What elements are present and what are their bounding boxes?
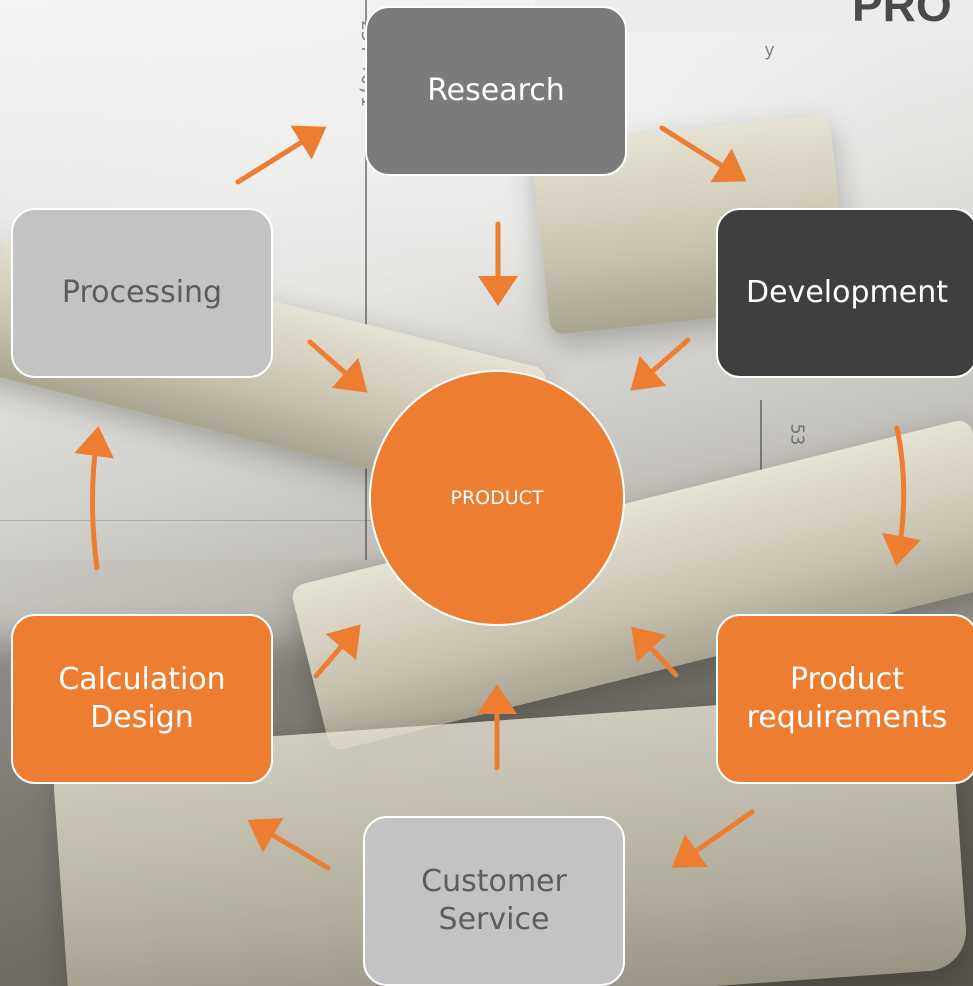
node-research: Research <box>365 6 627 176</box>
page-title: PRO <box>852 0 952 31</box>
node-calculation-design: Calculation Design <box>11 614 273 784</box>
arrow-calculation-to-product <box>313 624 361 679</box>
node-processing: Processing <box>11 208 273 378</box>
arrow-requirements-to-customer-service <box>671 809 755 868</box>
arrow-customer-service-to-calculation <box>247 818 331 871</box>
drawing-line <box>365 0 367 560</box>
node-customer-service-label: Customer Service <box>421 864 567 937</box>
arrow-calculation-to-processing <box>74 426 115 571</box>
node-research-label: Research <box>427 73 565 108</box>
arrow-processing-to-research <box>235 125 327 185</box>
product-center-circle: PRODUCT <box>369 370 625 626</box>
arrow-requirements-to-product <box>631 626 679 678</box>
node-processing-label: Processing <box>61 275 223 310</box>
node-development: Development <box>716 208 973 378</box>
arrow-development-to-product <box>630 337 691 391</box>
node-calculation-design-label: Calculation Design <box>58 662 226 735</box>
arrow-processing-to-product <box>307 339 368 393</box>
node-product-requirements-label: Product requirements <box>746 662 948 735</box>
arrow-research-to-development <box>659 125 747 183</box>
node-development-label: Development <box>746 275 948 310</box>
axis-y-mark: y <box>764 40 775 61</box>
arrow-development-to-requirements <box>881 425 922 566</box>
node-customer-service: Customer Service <box>363 816 625 986</box>
product-center-label: PRODUCT <box>450 487 544 509</box>
node-product-requirements: Product requirements <box>716 614 973 784</box>
